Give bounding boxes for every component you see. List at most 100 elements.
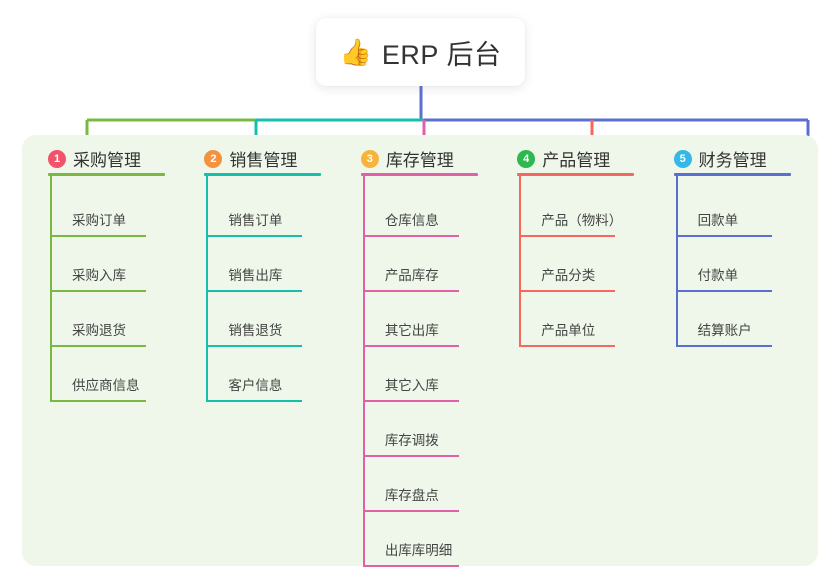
item-label: 客户信息 bbox=[228, 378, 283, 393]
category-underline-2 bbox=[204, 173, 322, 176]
item-label: 产品单位 bbox=[541, 323, 596, 338]
item-label: 库存调拨 bbox=[384, 433, 439, 448]
item-underline bbox=[50, 400, 146, 402]
category-header-sales[interactable]: 2 销售管理 bbox=[204, 146, 297, 171]
list-item[interactable]: 结算账户 bbox=[675, 292, 816, 347]
list-item[interactable]: 产品分类 bbox=[519, 237, 659, 292]
item-label: 结算账户 bbox=[697, 323, 752, 338]
list-item[interactable]: 客户信息 bbox=[206, 347, 346, 402]
item-label: 其它入库 bbox=[384, 378, 439, 393]
list-item[interactable]: 采购订单 bbox=[50, 182, 190, 237]
thumbs-up-icon: 👍 bbox=[339, 37, 372, 67]
item-underline bbox=[50, 345, 146, 347]
category-spine-3 bbox=[362, 176, 365, 567]
category-column-product: 4 产品管理 产品（物料） 产品分类 产品单位 bbox=[505, 135, 661, 566]
category-badge-1: 1 bbox=[48, 149, 66, 168]
item-label: 采购订单 bbox=[72, 213, 126, 228]
category-spine-5 bbox=[675, 176, 678, 347]
list-item[interactable]: 仓库信息 bbox=[362, 182, 503, 237]
item-underline bbox=[206, 400, 303, 402]
list-item[interactable]: 采购入库 bbox=[50, 237, 190, 292]
item-underline bbox=[362, 565, 459, 567]
category-badge-4: 4 bbox=[517, 149, 536, 168]
list-item[interactable]: 其它入库 bbox=[362, 347, 503, 402]
category-items-1: 采购订单 采购入库 采购退货 供应商信息 bbox=[50, 182, 190, 402]
root-node-title: ERP 后台 bbox=[381, 39, 502, 70]
item-underline bbox=[50, 290, 146, 292]
item-underline bbox=[206, 290, 303, 292]
item-underline bbox=[362, 235, 459, 237]
item-underline bbox=[519, 345, 616, 347]
list-item[interactable]: 产品（物料） bbox=[519, 182, 659, 237]
item-underline bbox=[362, 510, 459, 512]
list-item[interactable]: 产品库存 bbox=[362, 237, 503, 292]
category-column-sales: 2 销售管理 销售订单 销售出库 销售退货 客户信息 bbox=[192, 135, 348, 566]
category-column-finance: 5 财务管理 回款单 付款单 结算账户 bbox=[662, 135, 818, 566]
item-underline bbox=[362, 455, 459, 457]
item-label: 产品分类 bbox=[541, 268, 596, 283]
list-item[interactable]: 产品单位 bbox=[519, 292, 659, 347]
item-label: 产品（物料） bbox=[541, 213, 623, 228]
category-badge-2: 2 bbox=[204, 149, 223, 168]
category-title-2: 销售管理 bbox=[229, 151, 298, 170]
item-underline bbox=[206, 345, 303, 347]
category-items-5: 回款单 付款单 结算账户 bbox=[675, 182, 816, 347]
item-label: 产品库存 bbox=[384, 268, 439, 283]
category-header-inventory[interactable]: 3 库存管理 bbox=[360, 146, 454, 171]
root-node-card[interactable]: 👍 ERP 后台 bbox=[316, 18, 525, 86]
category-spine-2 bbox=[206, 176, 209, 402]
item-underline bbox=[362, 345, 459, 347]
item-label: 出库库明细 bbox=[384, 543, 453, 558]
categories-panel bbox=[22, 135, 818, 566]
list-item[interactable]: 采购退货 bbox=[50, 292, 190, 347]
category-header-product[interactable]: 4 产品管理 bbox=[517, 146, 610, 171]
category-column-inventory: 3 库存管理 仓库信息 产品库存 其它出库 其它入库 bbox=[349, 135, 505, 567]
item-label: 其它出库 bbox=[384, 323, 439, 338]
item-label: 销售订单 bbox=[228, 213, 283, 228]
list-item[interactable]: 销售出库 bbox=[206, 237, 346, 292]
category-spine-1 bbox=[50, 176, 52, 402]
item-label: 仓库信息 bbox=[384, 213, 439, 228]
category-underline-5 bbox=[673, 173, 791, 176]
list-item[interactable]: 销售订单 bbox=[206, 182, 346, 237]
category-badge-5: 5 bbox=[673, 149, 692, 168]
item-underline bbox=[206, 235, 303, 237]
category-title-4: 产品管理 bbox=[542, 151, 611, 170]
category-column-purchasing: 1 采购管理 采购订单 采购入库 采购退货 供应商信息 bbox=[36, 135, 192, 566]
list-item[interactable]: 销售退货 bbox=[206, 292, 346, 347]
category-underline-1 bbox=[48, 173, 165, 176]
category-header-purchasing[interactable]: 1 采购管理 bbox=[48, 146, 141, 171]
item-label: 付款单 bbox=[697, 268, 739, 283]
list-item[interactable]: 付款单 bbox=[675, 237, 816, 292]
item-label: 供应商信息 bbox=[72, 378, 140, 393]
list-item[interactable]: 回款单 bbox=[675, 182, 816, 237]
item-label: 采购退货 bbox=[72, 323, 126, 338]
category-title-1: 采购管理 bbox=[73, 151, 141, 170]
category-badge-3: 3 bbox=[360, 149, 379, 168]
item-underline bbox=[675, 290, 772, 292]
category-header-finance[interactable]: 5 财务管理 bbox=[673, 146, 767, 171]
list-item[interactable]: 出库库明细 bbox=[362, 512, 503, 567]
category-columns: 1 采购管理 采购订单 采购入库 采购退货 供应商信息 bbox=[22, 135, 818, 567]
category-underline-4 bbox=[517, 173, 635, 176]
category-items-2: 销售订单 销售出库 销售退货 客户信息 bbox=[206, 182, 346, 402]
item-underline bbox=[519, 290, 616, 292]
item-underline bbox=[50, 235, 146, 237]
item-underline bbox=[519, 235, 616, 237]
list-item[interactable]: 库存盘点 bbox=[362, 457, 503, 512]
list-item[interactable]: 其它出库 bbox=[362, 292, 503, 347]
category-underline-3 bbox=[360, 173, 478, 176]
category-items-3: 仓库信息 产品库存 其它出库 其它入库 库存调拨 bbox=[362, 182, 503, 567]
item-underline bbox=[362, 400, 459, 402]
item-label: 采购入库 bbox=[72, 268, 126, 283]
item-label: 库存盘点 bbox=[384, 488, 439, 503]
category-spine-4 bbox=[519, 176, 522, 347]
item-label: 销售出库 bbox=[228, 268, 283, 283]
list-item[interactable]: 库存调拨 bbox=[362, 402, 503, 457]
item-label: 销售退货 bbox=[228, 323, 283, 338]
item-label: 回款单 bbox=[697, 213, 739, 228]
list-item[interactable]: 供应商信息 bbox=[50, 347, 190, 402]
item-underline bbox=[362, 290, 459, 292]
category-items-4: 产品（物料） 产品分类 产品单位 bbox=[519, 182, 659, 347]
